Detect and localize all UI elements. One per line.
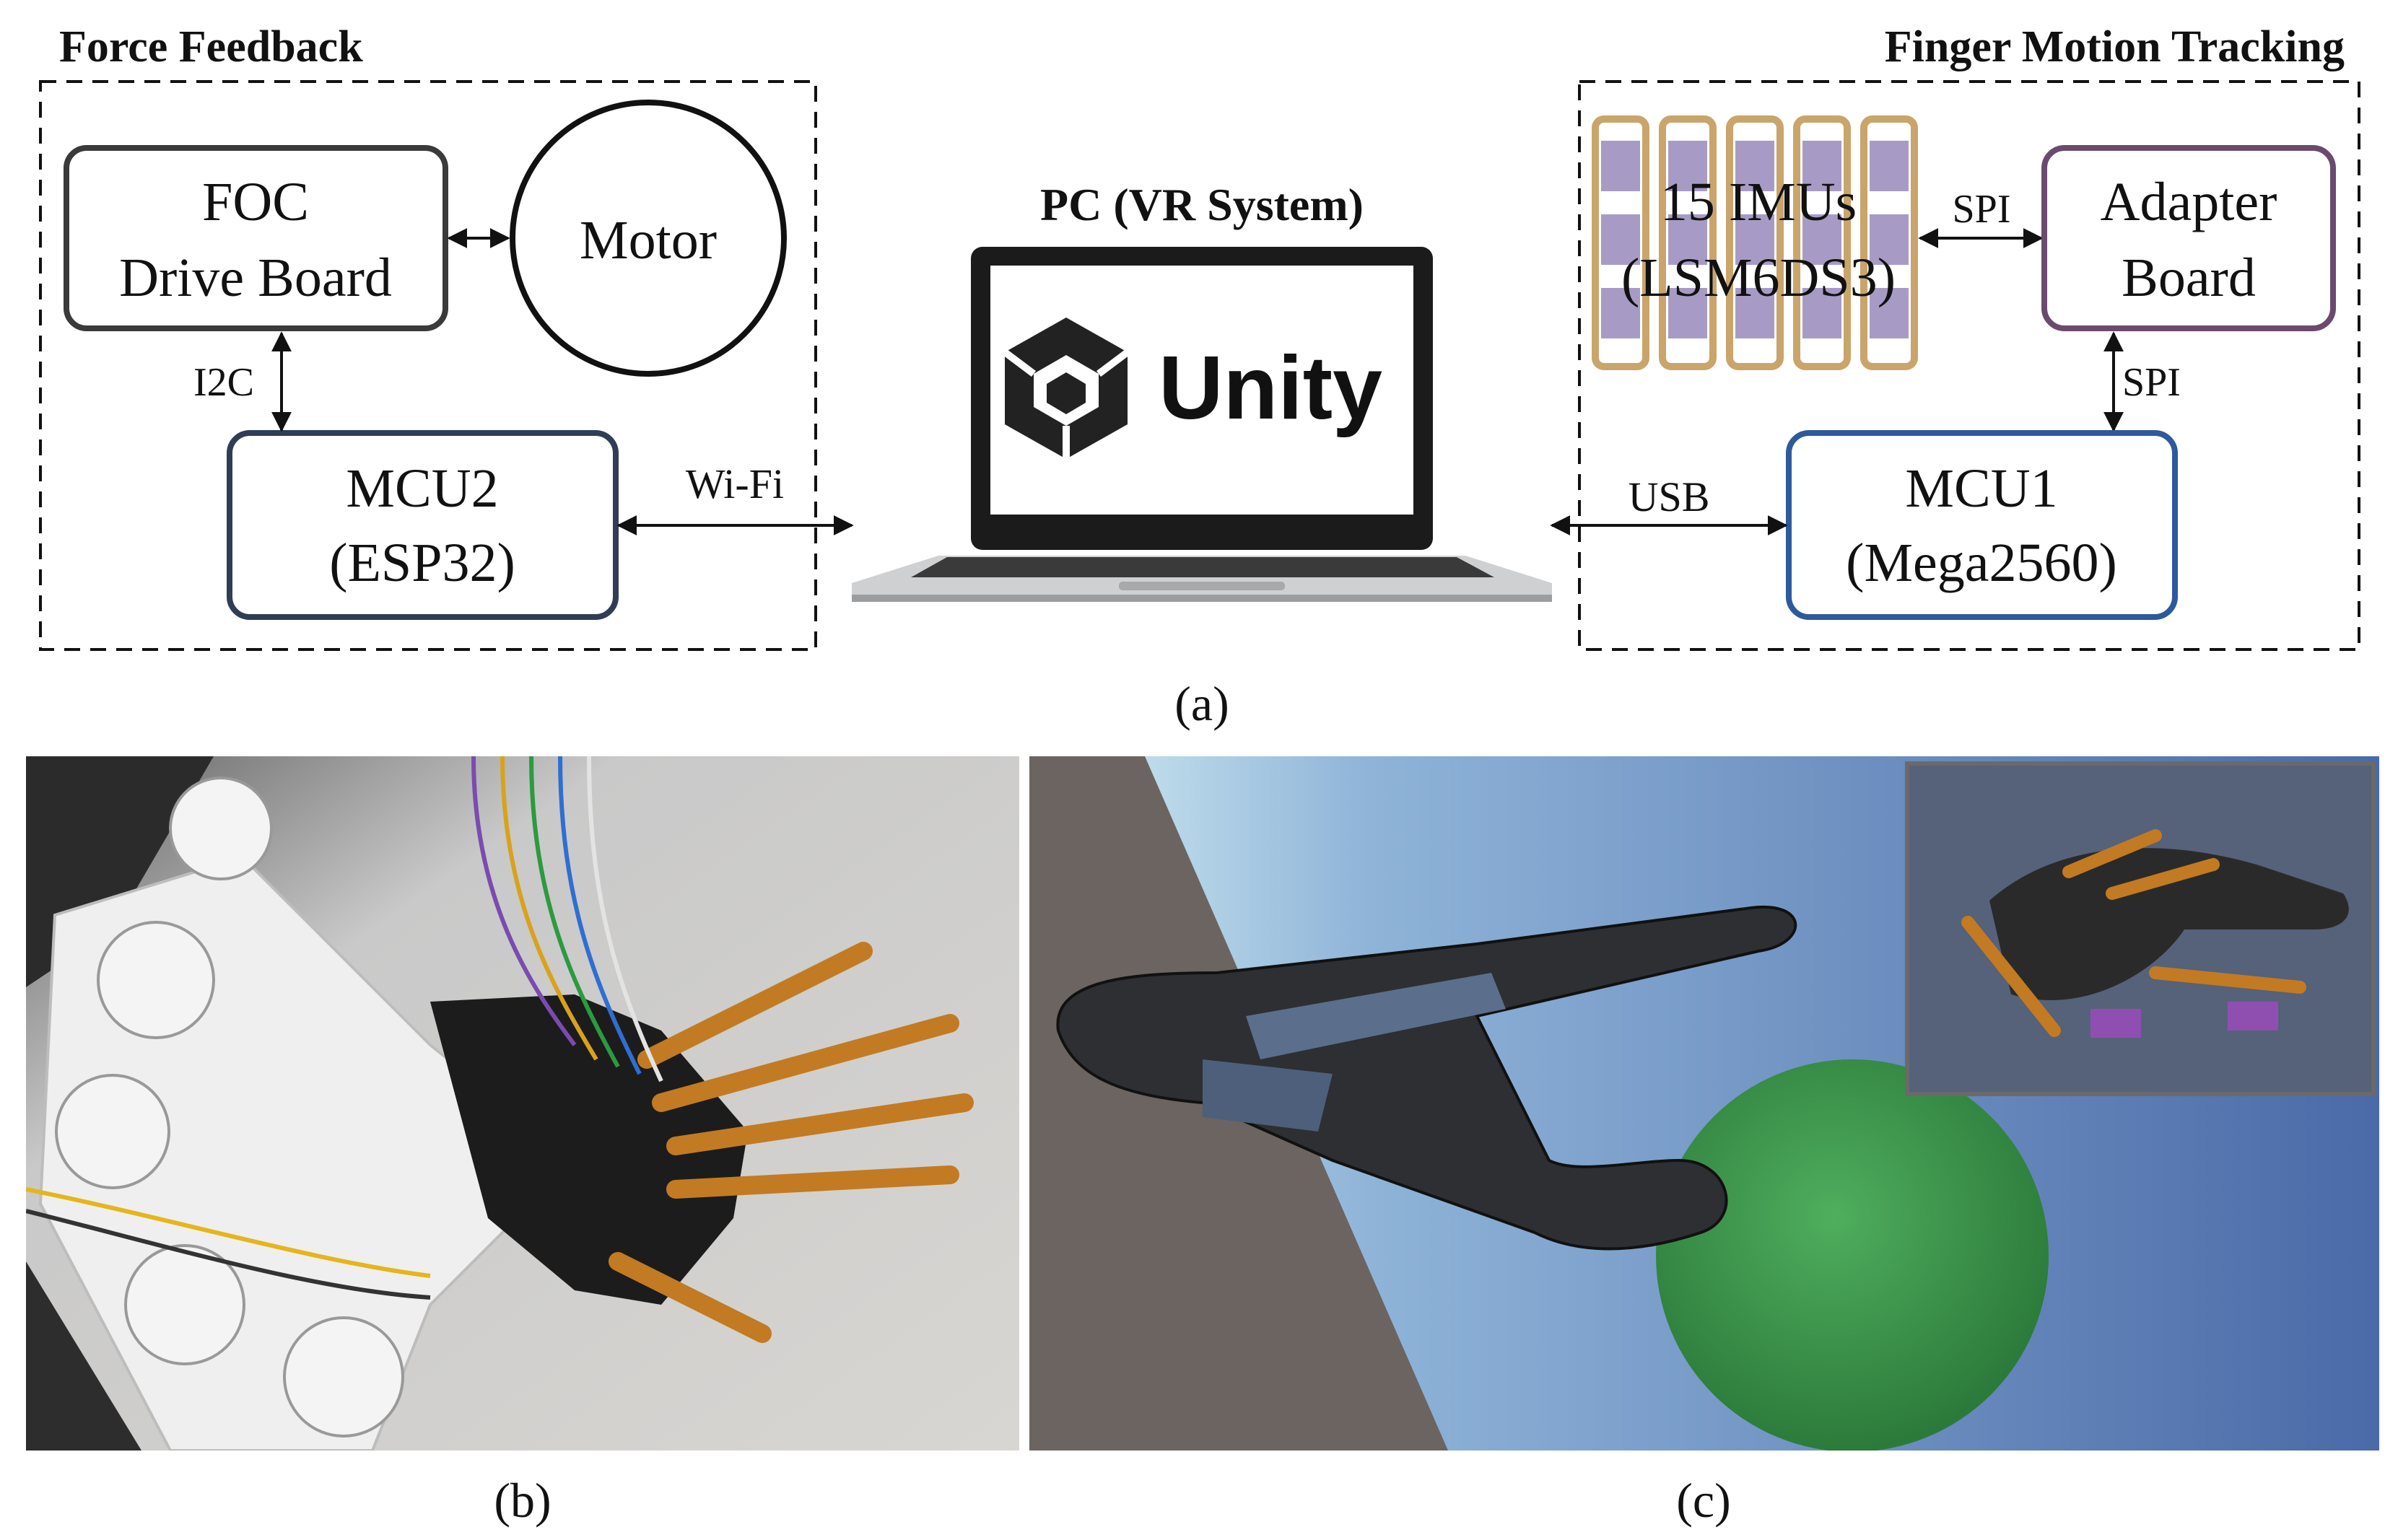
system-diagram: Force Feedback FOC Drive Board Motor MCU…	[39, 22, 2360, 731]
mcu2-label-line2: (ESP32)	[329, 533, 515, 593]
glove-hardware-photo	[26, 756, 1019, 1451]
wifi-label: Wi-Fi	[686, 460, 784, 507]
foc-label-line1: FOC	[202, 172, 309, 232]
imu-strip	[1860, 115, 1918, 370]
caption-b: (b)	[494, 1473, 551, 1528]
i2c-label: I2C	[193, 360, 254, 405]
force-feedback-title: Force Feedback	[59, 22, 363, 71]
mcu1-label-line2: (Mega2560)	[1846, 533, 2117, 593]
mcu1-box	[1786, 430, 2178, 620]
mcu2-box	[227, 430, 619, 620]
adapter-board-box	[2041, 145, 2336, 331]
finger-tracking-group-box	[1578, 80, 2360, 651]
unity-logo-text: Unity	[1159, 338, 1382, 438]
mcu1-label-line1: MCU1	[1905, 458, 2057, 519]
caption-a: (a)	[1174, 676, 1229, 731]
usb-label: USB	[1629, 473, 1710, 520]
imu-label-line2: (LSM6DS3)	[1621, 248, 1896, 308]
imu-strip	[1726, 115, 1784, 370]
force-feedback-group-box	[39, 80, 817, 651]
finger-tracking-title: Finger Motion Tracking	[1885, 22, 2345, 71]
foc-label-line2: Drive Board	[119, 248, 392, 308]
caption-c: (c)	[1676, 1473, 1731, 1528]
pc-title: PC (VR System)	[1040, 179, 1364, 230]
motor-circle	[510, 100, 787, 377]
vr-scene-render	[1029, 756, 2379, 1451]
adapter-label-line2: Board	[2122, 248, 2256, 308]
imu-strip	[1659, 115, 1717, 370]
spi-label-top: SPI	[1953, 187, 2011, 232]
unity-cube-icon	[1003, 318, 1130, 459]
motor-label: Motor	[580, 210, 717, 271]
imu-strip	[1793, 115, 1851, 370]
imu-strips	[1592, 115, 1918, 370]
mcu2-label-line1: MCU2	[346, 458, 498, 519]
imu-label-line1: 15 IMUs	[1660, 172, 1857, 232]
adapter-label-line1: Adapter	[2101, 172, 2277, 232]
spi-label-side: SPI	[2122, 360, 2181, 405]
foc-drive-board-box	[64, 145, 448, 331]
imu-strip	[1592, 115, 1649, 370]
